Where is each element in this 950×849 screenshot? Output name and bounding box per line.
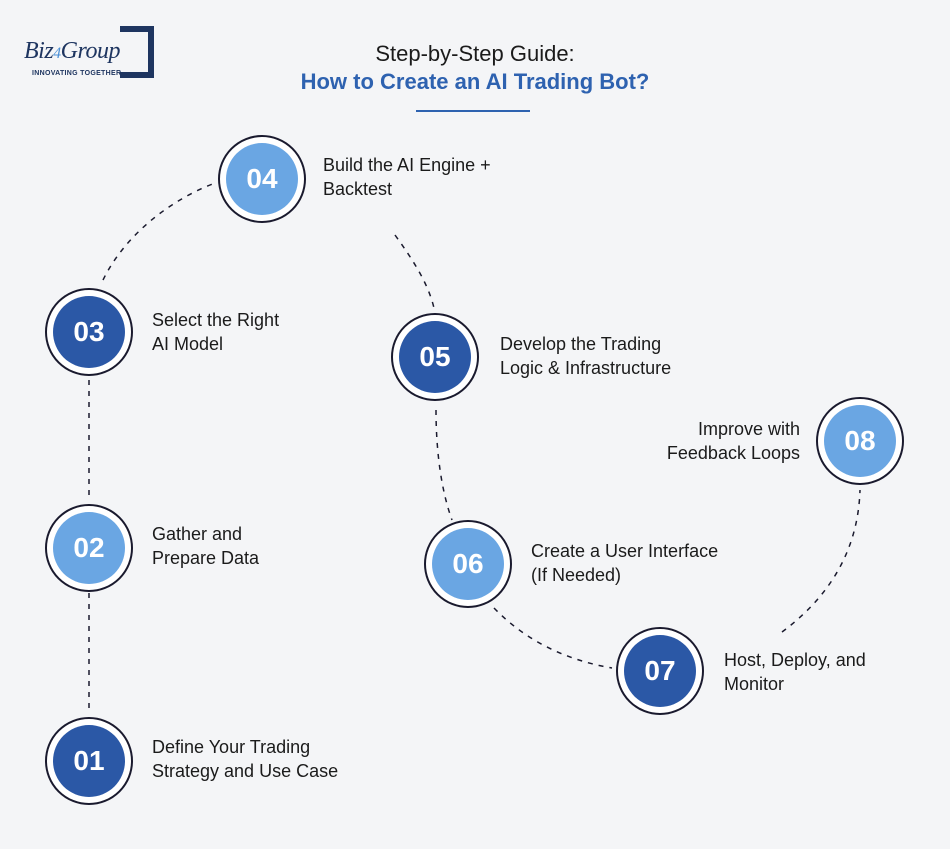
step-04-circle: 04 — [218, 135, 306, 223]
step-08-number: 08 — [824, 405, 896, 477]
step-01-number: 01 — [53, 725, 125, 797]
step-03-label-line-1: Select the Right — [152, 310, 280, 330]
page-title: Step-by-Step Guide: How to Create an AI … — [0, 40, 950, 96]
step-08-label-line-2: Feedback Loops — [666, 443, 800, 463]
step-02-number: 02 — [53, 512, 125, 584]
step-05-label-line-1: Develop the Trading — [500, 334, 662, 354]
step-02-label-line-2: Prepare Data — [152, 548, 260, 568]
step-03-label: Select the Right AI Model — [152, 308, 279, 356]
step-06-label-line-2: (If Needed) — [531, 565, 622, 585]
step-02-circle: 02 — [45, 504, 133, 592]
step-05-number: 05 — [399, 321, 471, 393]
step-01-label-line-2: Strategy and Use Case — [152, 761, 339, 781]
step-06-label: Create a User Interface (If Needed) — [531, 539, 718, 587]
step-02-label-line-1: Gather and — [152, 524, 243, 544]
logo-word-biz: Biz — [24, 38, 54, 64]
step-07-label-line-1: Host, Deploy, and — [724, 650, 866, 670]
step-01-label-line-1: Define Your Trading — [152, 737, 311, 757]
step-07-label: Host, Deploy, and Monitor — [724, 648, 866, 696]
step-04-label: Build the AI Engine + Backtest — [323, 153, 491, 201]
title-line-1: Step-by-Step Guide: — [375, 41, 575, 66]
step-04-number: 04 — [226, 143, 298, 215]
connector-03-04 — [102, 182, 216, 281]
title-underline — [416, 110, 530, 112]
step-06-circle: 06 — [424, 520, 512, 608]
logo-wordmark: Biz4Group — [24, 38, 120, 65]
connector-06-07 — [493, 607, 613, 669]
step-06-label-line-1: Create a User Interface — [531, 541, 719, 561]
step-07-circle: 07 — [616, 627, 704, 715]
brand-logo: Biz4Group INNOVATING TOGETHER — [24, 26, 156, 86]
step-05-label-line-2: Logic & Infrastructure — [500, 358, 672, 378]
step-01-label: Define Your Trading Strategy and Use Cas… — [152, 735, 338, 783]
connector-05-06 — [435, 409, 453, 521]
step-08-label: Improve with Feedback Loops — [667, 417, 800, 465]
title-line-2: How to Create an AI Trading Bot? — [300, 69, 650, 94]
logo-frame-shape — [120, 26, 154, 78]
logo-tagline: INNOVATING TOGETHER — [32, 70, 122, 77]
step-02-label: Gather and Prepare Data — [152, 522, 259, 570]
step-07-number: 07 — [624, 635, 696, 707]
step-05-circle: 05 — [391, 313, 479, 401]
step-08-circle: 08 — [816, 397, 904, 485]
step-07-label-line-2: Monitor — [724, 674, 785, 694]
logo-word-four: 4 — [53, 45, 61, 62]
step-04-label-line-1: Build the AI Engine + — [323, 155, 491, 175]
step-06-number: 06 — [432, 528, 504, 600]
step-03-circle: 03 — [45, 288, 133, 376]
step-08-label-line-1: Improve with — [697, 419, 800, 439]
step-03-number: 03 — [53, 296, 125, 368]
connector-04-05 — [394, 234, 435, 309]
step-03-label-line-2: AI Model — [152, 334, 224, 354]
logo-word-group: Group — [60, 38, 121, 64]
step-01-circle: 01 — [45, 717, 133, 805]
step-05-label: Develop the Trading Logic & Infrastructu… — [500, 332, 671, 380]
connector-07-08 — [781, 489, 861, 633]
step-04-label-line-2: Backtest — [323, 179, 393, 199]
